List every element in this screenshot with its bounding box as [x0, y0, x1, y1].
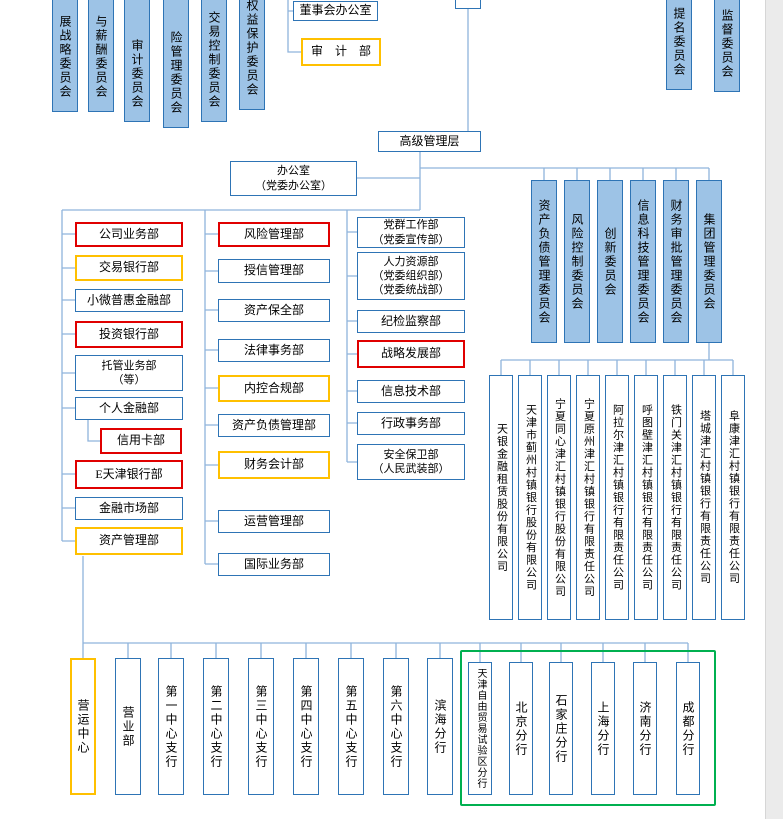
dept-micro-inclusive-finance: 小微普惠金融部 — [75, 289, 183, 312]
dept-finance-accounting: 财务会计部 — [218, 451, 330, 479]
committee-nomination-remuneration: 与薪酬委员会 — [88, 0, 114, 112]
dept-asset-liability-management: 资产负债管理部 — [218, 414, 330, 437]
branch-first-central: 第一中心支行 — [158, 658, 184, 795]
committee-consumer-rights-protection: 权益保护委员会 — [239, 0, 265, 110]
committee-innovation: 创新委员会 — [597, 180, 623, 343]
branch-sixth-central: 第六中心支行 — [383, 658, 409, 795]
audit-dept-box: 审 计 部 — [301, 38, 381, 66]
branch-fourth-central: 第四中心支行 — [293, 658, 319, 795]
subsidiary-jizhou-village-bank: 天津市蓟州村镇银行股份有限公司 — [518, 375, 542, 620]
subsidiary-tianyin-financial-leasing: 天银金融租赁股份有限公司 — [489, 375, 513, 620]
branch-beijing: 北京分行 — [509, 662, 533, 795]
page-margin-right — [765, 0, 783, 819]
dept-asset-management: 资产管理部 — [75, 527, 183, 555]
branch-third-central: 第三中心支行 — [248, 658, 274, 795]
branch-chengdu: 成都分行 — [676, 662, 700, 795]
dept-risk-management: 风险管理部 — [218, 222, 330, 247]
subsidiary-tiemenguan: 铁门关津汇村镇银行有限责任公司 — [663, 375, 687, 620]
branch-shijiazhuang: 石家庄分行 — [549, 662, 573, 795]
committee-it-mgmt: 信息科技管理委员会 — [630, 180, 656, 343]
branch-shanghai: 上海分行 — [591, 662, 615, 795]
subsidiary-alaer: 阿拉尔津汇村镇银行有限责任公司 — [605, 375, 629, 620]
dept-discipline-inspection: 纪检监察部 — [357, 310, 465, 333]
top-cut-box — [455, 0, 481, 9]
committee-risk-management: 险管理委员会 — [163, 0, 189, 128]
committee-financial-approval-mgmt: 财务审批管理委员会 — [663, 180, 689, 343]
dept-financial-markets: 金融市场部 — [75, 497, 183, 520]
dept-transaction-banking: 交易银行部 — [75, 255, 183, 281]
committee-supervision: 监督委员会 — [714, 0, 740, 92]
subsidiary-hutubi: 呼图壁津汇村镇银行有限责任公司 — [634, 375, 658, 620]
branch-business-dept: 营业部 — [115, 658, 141, 795]
board-office-box: 董事会办公室 — [293, 1, 378, 21]
branch-second-central: 第二中心支行 — [203, 658, 229, 795]
dept-operations-management: 运营管理部 — [218, 510, 330, 533]
subsidiary-fukang: 阜康津汇村镇银行有限责任公司 — [721, 375, 745, 620]
branch-ftz: 天津自由贸易试验区分行 — [468, 662, 492, 795]
green-group-box — [460, 650, 716, 806]
dept-security: 安全保卫部 （人民武装部） — [357, 444, 465, 480]
subsidiary-tacheng: 塔城津汇村镇银行有限责任公司 — [692, 375, 716, 620]
committee-audit: 审计委员会 — [124, 0, 150, 122]
dept-custody-business: 托管业务部 （等） — [75, 355, 183, 391]
committee-risk-control: 风险控制委员会 — [564, 180, 590, 343]
dept-party-mass-work: 党群工作部 （党委宣传部） — [357, 217, 465, 248]
committee-development-strategy: 展战略委员会 — [52, 0, 78, 112]
subsidiary-ningxia-yuanzhou: 宁夏原州津汇村镇银行有限责任公司 — [576, 375, 600, 620]
committee-asset-liability-mgmt: 资产负债管理委员会 — [531, 180, 557, 343]
subsidiary-ningxia-tongxin: 宁夏同心津汇村镇银行股份有限公司 — [547, 375, 571, 620]
branch-fifth-central: 第五中心支行 — [338, 658, 364, 795]
dept-corporate-business: 公司业务部 — [75, 222, 183, 247]
dept-legal-affairs: 法律事务部 — [218, 339, 330, 362]
dept-personal-finance: 个人金融部 — [75, 397, 183, 420]
dept-asset-preservation: 资产保全部 — [218, 299, 330, 322]
branch-jinan: 济南分行 — [633, 662, 657, 795]
office-box: 办公室 （党委办公室） — [230, 161, 357, 196]
dept-investment-banking: 投资银行部 — [75, 321, 183, 348]
committee-nomination: 提名委员会 — [666, 0, 692, 90]
dept-information-technology: 信息技术部 — [357, 380, 465, 403]
dept-credit-card: 信用卡部 — [100, 428, 182, 454]
dept-internal-control-compliance: 内控合规部 — [218, 375, 330, 402]
dept-international-business: 国际业务部 — [218, 553, 330, 576]
committee-related-transactions-control: 交易控制委员会 — [201, 0, 227, 122]
dept-strategic-development: 战略发展部 — [357, 340, 465, 368]
dept-credit-approval: 授信管理部 — [218, 259, 330, 283]
dept-e-tianjin-bank: E天津银行部 — [75, 460, 183, 489]
dept-human-resources: 人力资源部 （党委组织部） （党委统战部） — [357, 252, 465, 300]
dept-administrative-affairs: 行政事务部 — [357, 412, 465, 435]
senior-management-box: 高级管理层 — [378, 131, 481, 152]
branch-operations-center: 营运中心 — [70, 658, 96, 795]
branch-binhai: 滨海分行 — [427, 658, 453, 795]
committee-group-mgmt: 集团管理委员会 — [696, 180, 722, 343]
